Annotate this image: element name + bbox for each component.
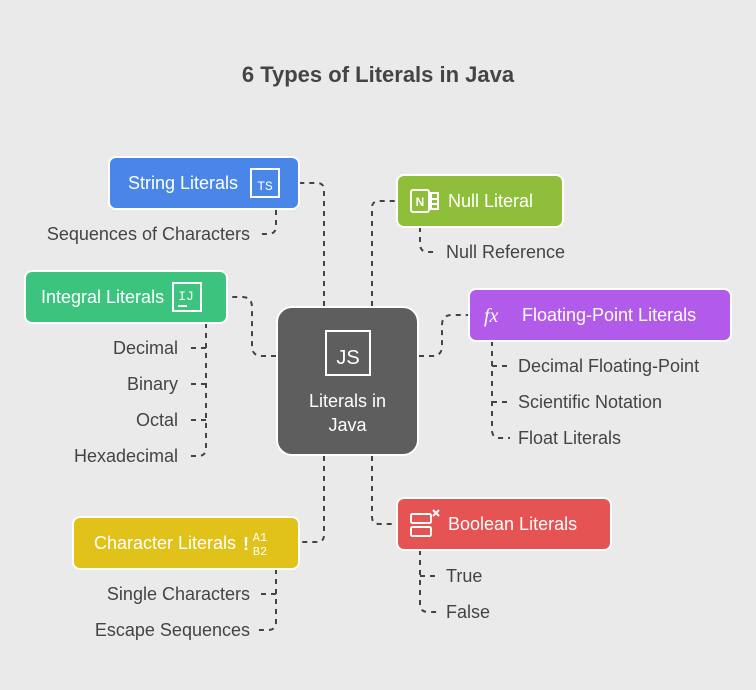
svg-text:A1: A1 [253,531,267,545]
character-item-1: Escape Sequences [94,620,250,640]
svg-text:N: N [416,195,425,209]
connector-character [300,456,325,543]
character-literals-label: Character Literals [94,532,237,553]
boolean-literals-label: Boolean Literals [448,513,578,534]
null-item-0: Null Reference [446,242,566,262]
svg-text:fx: fx [484,305,499,327]
ij-icon: IJ [172,282,203,312]
integral-item-1: Binary [126,374,178,394]
connector-floating [419,314,468,357]
integral-item-2: Octal [135,410,178,430]
connector-integral [228,296,276,357]
svg-text:IJ: IJ [178,289,194,304]
diagram-title: 6 Types of Literals in Java [241,62,515,87]
connector-null [371,200,396,306]
boolean-item-0: True [446,566,483,586]
integral-item-0: Decimal [112,338,178,358]
center-node: JS Literals in Java [276,306,419,456]
notion-icon: N [410,187,440,215]
svg-text:B2: B2 [253,545,267,559]
a1b2-icon: ! A1 B2 [240,526,274,560]
null-literal-label: Null Literal [448,190,534,211]
string-literals-node: String Literals TS [108,156,300,210]
boolean-item-1: False [446,602,491,622]
integral-item-3: Hexadecimal [73,446,178,466]
svg-text:!: ! [243,534,249,554]
svg-text:TS: TS [257,179,273,194]
ts-icon: TS [250,168,281,198]
character-literals-node: Character Literals ! A1 B2 [72,516,300,570]
character-item-0: Single Characters [106,584,250,604]
connector-boolean [371,456,396,525]
floating-point-literals-label: Floating-Point Literals [522,304,697,325]
floating-item-2: Float Literals [518,428,622,448]
floating-item-0: Decimal Floating-Point [518,356,700,376]
center-label: Literals in Java [308,391,387,435]
integral-literals-label: Integral Literals [41,286,165,307]
svg-text:JS: JS [336,347,359,369]
string-literals-label: String Literals [128,172,239,193]
boolean-literals-node: Boolean Literals [396,497,612,551]
fx-icon: fx [482,301,514,329]
string-item-0: Sequences of Characters [46,224,250,244]
floating-point-literals-node: fx Floating-Point Literals [468,288,732,342]
js-icon: JS [324,330,371,381]
integral-literals-node: Integral Literals IJ [24,270,228,324]
null-literal-node: N Null Literal [396,174,564,228]
toggle-x-icon [410,509,440,539]
floating-item-1: Scientific Notation [518,392,663,412]
connector-string [300,182,325,306]
